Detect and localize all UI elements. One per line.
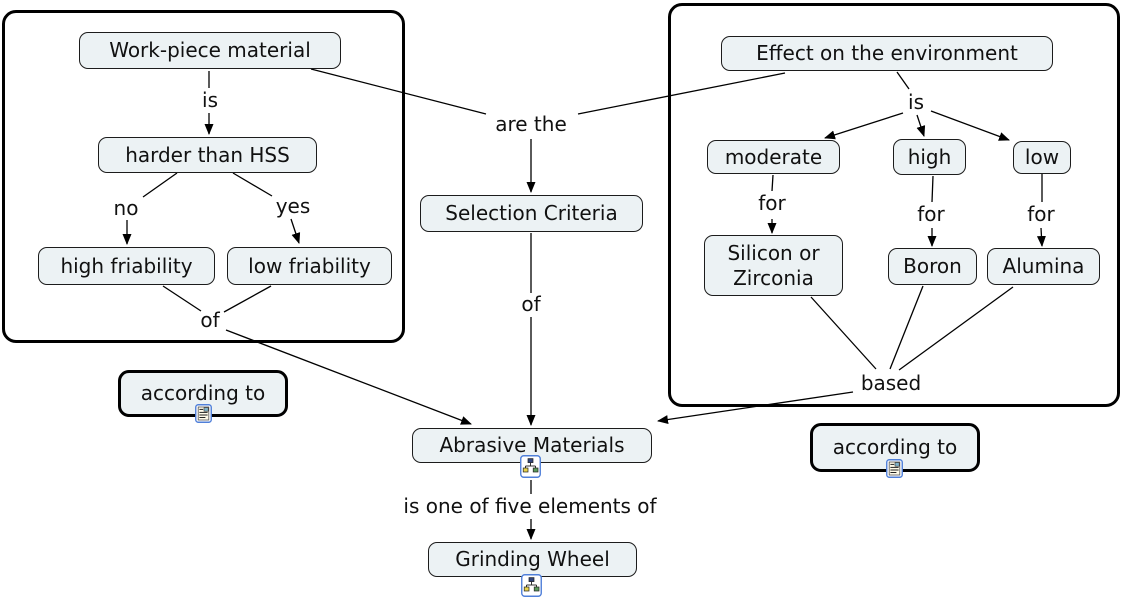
concept-node-low[interactable]: low — [1013, 141, 1071, 174]
concept-node-silicon-or-zirconia[interactable]: Silicon or Zirconia — [704, 235, 843, 296]
link-label-for-high[interactable]: for — [917, 202, 945, 226]
link-label-for-low[interactable]: for — [1027, 202, 1055, 226]
concept-node-low-friability[interactable]: low friability — [227, 247, 392, 285]
concept-node-boron[interactable]: Boron — [888, 248, 977, 285]
link-label-of-left[interactable]: of — [200, 308, 220, 332]
link-label-for-moderate[interactable]: for — [758, 191, 786, 215]
concept-node-effect-on-environment[interactable]: Effect on the environment — [721, 36, 1053, 71]
link-label-are-the[interactable]: are the — [495, 112, 567, 136]
link-label-is-left[interactable]: is — [202, 88, 218, 112]
resource-document-icon[interactable] — [886, 459, 903, 478]
concept-node-high[interactable]: high — [893, 139, 966, 175]
link-label-no[interactable]: no — [113, 196, 139, 220]
concept-node-alumina[interactable]: Alumina — [987, 248, 1100, 285]
concept-map-icon[interactable] — [521, 574, 542, 597]
link-label-of-mid[interactable]: of — [521, 292, 541, 316]
workpiece-group-box[interactable] — [2, 10, 405, 343]
concept-node-harder-than-hss[interactable]: harder than HSS — [98, 137, 317, 173]
link-label-one-of-five-elements[interactable]: is one of five elements of — [403, 494, 657, 518]
link-label-yes[interactable]: yes — [275, 194, 311, 218]
concept-node-workpiece-material[interactable]: Work-piece material — [79, 32, 341, 69]
concept-node-moderate[interactable]: moderate — [707, 140, 840, 174]
concept-node-high-friability[interactable]: high friability — [38, 247, 215, 285]
concept-node-grinding-wheel[interactable]: Grinding Wheel — [428, 542, 637, 577]
concept-map-icon[interactable] — [520, 455, 541, 478]
link-label-is-right[interactable]: is — [908, 90, 924, 114]
environment-group-box[interactable] — [668, 3, 1120, 407]
link-label-based[interactable]: based — [860, 371, 922, 395]
concept-node-selection-criteria[interactable]: Selection Criteria — [420, 195, 643, 232]
resource-document-icon[interactable] — [195, 404, 212, 423]
